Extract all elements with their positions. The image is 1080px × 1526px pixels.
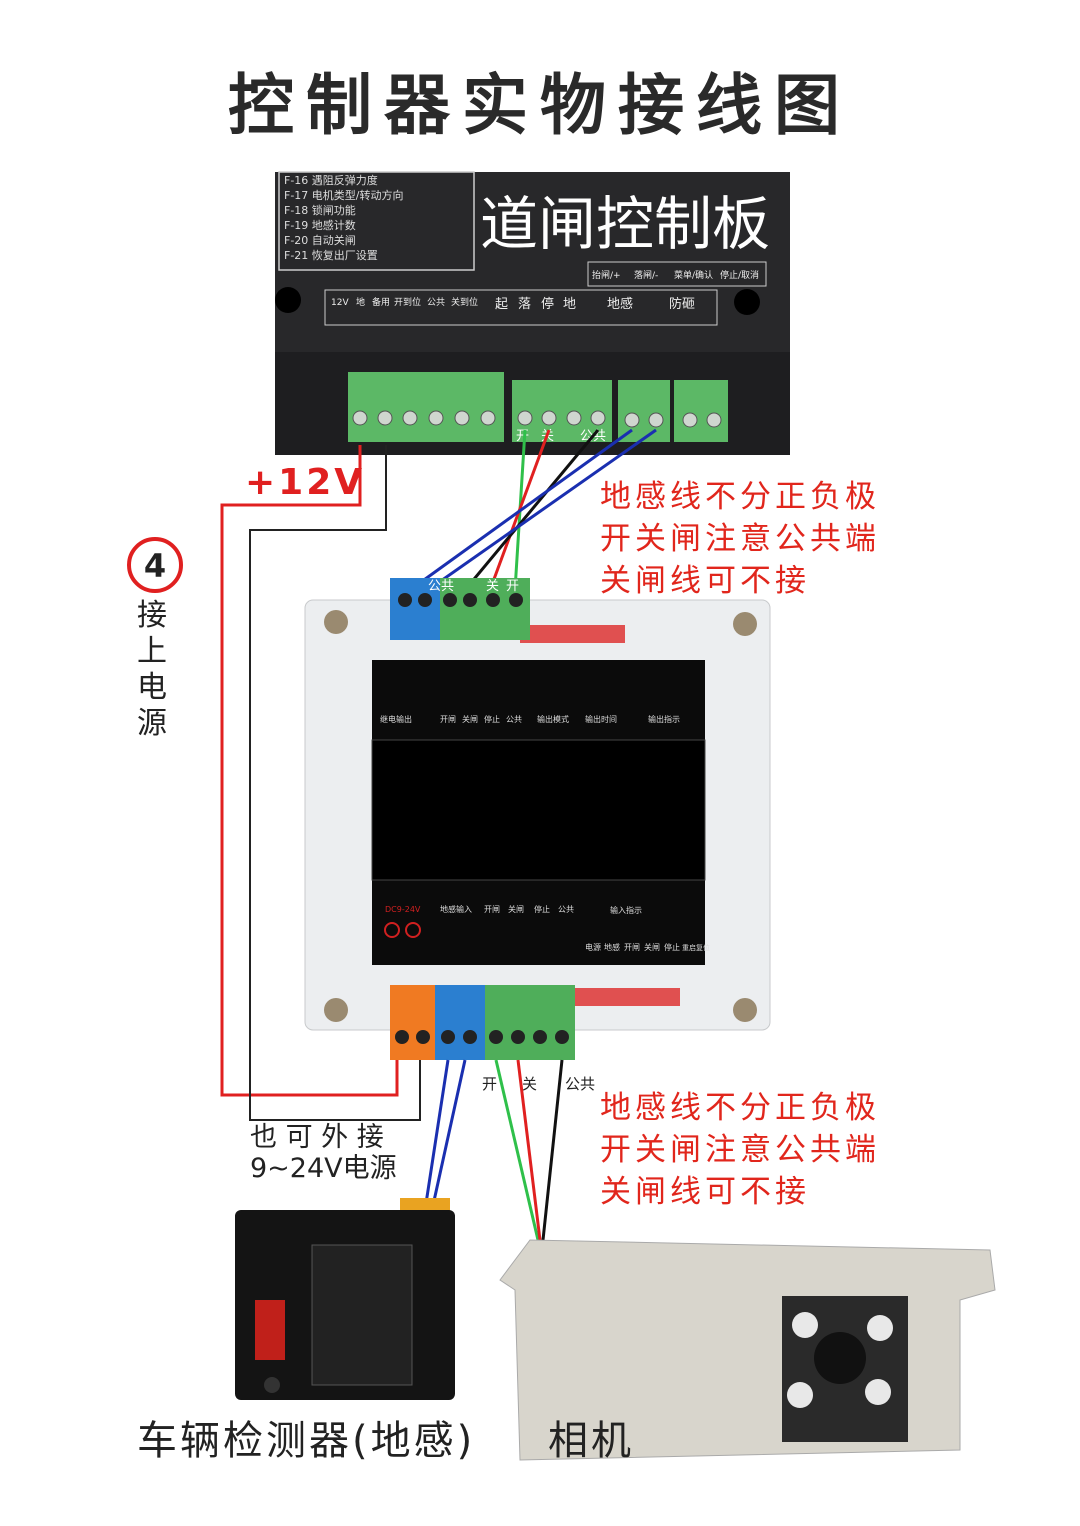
board-overlay-label: 道闸控制板 bbox=[480, 190, 770, 258]
camera bbox=[499, 1239, 996, 1461]
terminal-label: 地 bbox=[563, 297, 576, 312]
step-text: 接上电源 bbox=[137, 598, 167, 741]
plus-12v-label: +12V bbox=[245, 462, 366, 503]
panel-label: 关闸 bbox=[462, 714, 478, 724]
menu-item: F-20 自动关闸 bbox=[284, 233, 356, 247]
panel-label: 地感输入 bbox=[440, 904, 472, 914]
gate-control-board: F-16 遇阻反弹力度 F-17 电机类型/转动方向 F-18 锁闸功能 F-1… bbox=[275, 171, 790, 455]
panel-label: 电源 bbox=[585, 942, 601, 952]
board-button-stop: 停止/取消 bbox=[720, 269, 759, 281]
menu-item: F-17 电机类型/转动方向 bbox=[284, 188, 404, 202]
terminal-label: 12V bbox=[331, 298, 349, 308]
board-button-menu: 菜单/确认 bbox=[674, 269, 713, 281]
panel-label: 开闸 bbox=[624, 943, 640, 952]
bottom-wire-label-close: 关 bbox=[522, 1075, 537, 1093]
panel-label: 停止 bbox=[664, 942, 680, 952]
terminal-label-common: 公共 bbox=[428, 579, 454, 594]
panel-label: 开闸 bbox=[440, 715, 456, 724]
caption-camera: 相机 bbox=[548, 1418, 634, 1464]
external-power-note: 也 可 外 接 9~24V电源 bbox=[250, 1122, 397, 1184]
panel-label: 停止 bbox=[534, 904, 550, 914]
note-line: 关闸线可不接 bbox=[600, 563, 810, 599]
relay-controller-module: 继电输出 开闸 关闸 停止 公共 输出模式 输出时间 输出指示 DC9-24V … bbox=[304, 578, 771, 1060]
bottom-wire-label-common: 公共 bbox=[565, 1075, 595, 1093]
power-wire-ground bbox=[249, 445, 421, 1121]
terminal-label: 防砸 bbox=[669, 296, 695, 312]
note-line: 地感线不分正负极 bbox=[600, 479, 880, 515]
bottom-wire-label-open: 开 bbox=[482, 1075, 497, 1093]
menu-item: F-21 恢复出厂设置 bbox=[284, 248, 378, 262]
note-line: 9~24V电源 bbox=[250, 1153, 397, 1184]
menu-item: F-18 锁闸功能 bbox=[284, 203, 356, 217]
panel-label: 地感 bbox=[604, 942, 620, 952]
terminal-label: 落 bbox=[518, 297, 531, 312]
terminal-label: 备用 bbox=[372, 296, 390, 308]
panel-label: 输出模式 bbox=[537, 714, 569, 724]
note-line: 也 可 外 接 bbox=[250, 1122, 384, 1153]
caption-detector: 车辆检测器(地感) bbox=[137, 1418, 476, 1464]
menu-item: F-19 地感计数 bbox=[284, 219, 356, 232]
note-line: 地感线不分正负极 bbox=[600, 1090, 880, 1126]
note-line: 开关闸注意公共端 bbox=[600, 1132, 880, 1168]
panel-label: 公共 bbox=[506, 715, 522, 724]
panel-label: 输出指示 bbox=[648, 714, 680, 724]
panel-label: 关闸 bbox=[508, 904, 524, 914]
terminal-label: 公共 bbox=[427, 297, 445, 308]
wire-label-open: 开 bbox=[516, 429, 529, 444]
signal-wires-top bbox=[409, 428, 657, 592]
panel-label: 继电输出 bbox=[380, 714, 412, 724]
note-line: 关闸线可不接 bbox=[600, 1174, 810, 1210]
panel-label: 关闸 bbox=[644, 942, 660, 952]
board-button-raise: 抬闸/+ bbox=[592, 269, 621, 281]
board-menu-list: F-16 遇阻反弹力度 F-17 电机类型/转动方向 F-18 锁闸功能 F-1… bbox=[284, 173, 404, 262]
board-button-lower: 落闸/- bbox=[634, 269, 658, 281]
terminal-label-open: 开 bbox=[506, 579, 519, 594]
terminal-label: 开到位 bbox=[394, 296, 421, 308]
terminal-label-close: 关 bbox=[486, 579, 499, 594]
panel-label: 公共 bbox=[558, 905, 574, 914]
panel-label: 输入指示 bbox=[610, 905, 642, 915]
page-title: 控制器实物接线图 bbox=[228, 67, 852, 144]
step-number-badge bbox=[127, 537, 183, 593]
terminal-label: 地感 bbox=[607, 296, 633, 312]
panel-label: 输出时间 bbox=[585, 714, 617, 724]
terminal-label: 停 bbox=[541, 296, 554, 312]
terminal-label: 地 bbox=[356, 296, 365, 308]
panel-label: DC9-24V bbox=[385, 905, 421, 914]
notes-bottom: 地感线不分正负极 开关闸注意公共端 关闸线可不接 bbox=[600, 1087, 880, 1213]
panel-label: 开闸 bbox=[484, 905, 500, 914]
power-wire-positive bbox=[220, 445, 399, 1097]
notes-top: 地感线不分正负极 开关闸注意公共端 关闸线可不接 bbox=[600, 476, 880, 602]
step-number: 4 bbox=[144, 547, 166, 585]
panel-label: 停止 bbox=[484, 714, 500, 724]
signal-wires-bottom bbox=[423, 1059, 564, 1241]
note-line: 开关闸注意公共端 bbox=[600, 521, 880, 557]
terminal-label: 关到位 bbox=[451, 296, 478, 308]
terminal-label: 起 bbox=[495, 297, 508, 312]
vehicle-detector bbox=[235, 1198, 455, 1400]
menu-item: F-16 遇阻反弹力度 bbox=[284, 173, 378, 187]
panel-label: 重启复位 bbox=[682, 943, 710, 952]
